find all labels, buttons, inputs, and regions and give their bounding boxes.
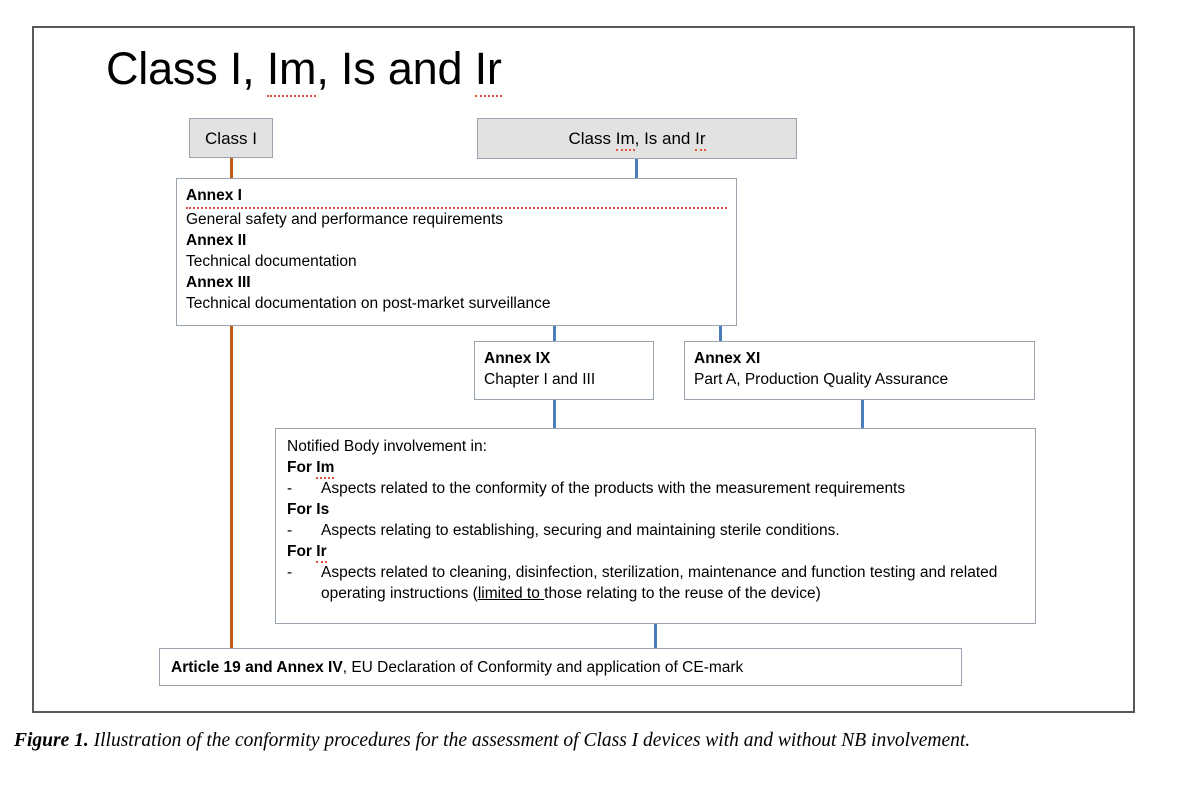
nb-bullet-is-dash: -	[287, 522, 293, 539]
figure-frame: Class I, Im, Is and Ir Class I	[32, 26, 1135, 713]
node-class-im-mid: , Is and	[634, 129, 696, 148]
node-class-im-is-ir-label: Class Im, Is and Ir	[568, 128, 706, 151]
nb-group-ir-heading: For Ir	[287, 541, 1024, 563]
annex-iii-text: Technical documentation on post-market s…	[186, 295, 551, 312]
figure-caption-text: Illustration of the conformity procedure…	[88, 730, 971, 751]
annex-ix-text: Chapter I and III	[484, 371, 596, 388]
nb-bullet-is-text: Aspects relating to establishing, securi…	[321, 522, 840, 539]
node-article-19-body: Article 19 and Annex IV, EU Declaration …	[160, 657, 754, 678]
annex-ii-heading: Annex II	[186, 232, 247, 249]
diagram-title-mid: , Is and	[316, 43, 475, 94]
nb-bullet-ir-text-part1: Aspects related to cleaning, disinfectio…	[321, 564, 998, 602]
annex-ix-heading: Annex IX	[484, 350, 551, 367]
nb-bullet-ir-dash: -	[287, 564, 293, 581]
nb-group-im-heading-code: Im	[316, 459, 335, 479]
nb-intro: Notified Body involvement in:	[287, 438, 487, 455]
annex-i-text: General safety and performance requireme…	[186, 211, 504, 228]
node-nb-body: Notified Body involvement in: For Im - A…	[276, 429, 1035, 611]
connector-annex-to-annex-xi	[719, 326, 722, 342]
nb-group-ir-heading-prefix: For	[287, 543, 317, 560]
nb-group-im-heading: For Im	[287, 457, 1024, 479]
connector-annex-to-article19-orange	[230, 326, 233, 650]
nb-group-im-heading-prefix: For	[287, 459, 317, 476]
connector-annex-xi-to-nb	[861, 399, 864, 429]
node-annex-ix[interactable]: Annex IX Chapter I and III	[474, 341, 654, 400]
connector-nb-to-article19	[654, 623, 657, 649]
annex-xi-text: Part A, Production Quality Assurance	[694, 371, 949, 388]
nb-group-ir-heading-code: Ir	[316, 543, 327, 563]
annex-ii-text: Technical documentation	[186, 253, 357, 270]
node-class-i[interactable]: Class I	[189, 118, 273, 158]
annex-iii-heading: Annex III	[186, 274, 251, 291]
node-annex-i-ii-iii-body: Annex I General safety and performance r…	[177, 179, 736, 321]
nb-bullet-ir-text-underlined: limited to	[477, 585, 545, 602]
node-annex-xi-body: Annex XI Part A, Production Quality Assu…	[685, 342, 1034, 397]
node-class-im-code-ir: Ir	[695, 129, 706, 151]
diagram-title-im: Im	[266, 43, 317, 97]
annex-i-heading: Annex I	[186, 185, 727, 209]
connector-annex-to-annex-ix	[553, 326, 556, 342]
nb-bullet-ir: - Aspects related to cleaning, disinfect…	[287, 562, 1024, 604]
diagram-title: Class I, Im, Is and Ir	[106, 42, 502, 97]
article-19-bold: Article 19 and Annex IV	[171, 658, 343, 676]
nb-group-is-heading: For Is	[287, 499, 1024, 520]
node-class-i-label: Class I	[205, 128, 257, 148]
flow-diagram: Class I, Im, Is and Ir Class I	[34, 28, 1137, 715]
diagram-title-ir: Ir	[474, 43, 502, 97]
node-class-im-prefix: Class	[568, 129, 616, 148]
nb-bullet-is: - Aspects relating to establishing, secu…	[287, 520, 1024, 541]
node-class-im-is-ir[interactable]: Class Im, Is and Ir	[477, 118, 797, 159]
nb-bullet-ir-text: Aspects related to cleaning, disinfectio…	[321, 562, 1021, 604]
node-annex-xi[interactable]: Annex XI Part A, Production Quality Assu…	[684, 341, 1035, 400]
connector-class-im-to-annex	[635, 159, 638, 179]
figure-caption-label: Figure 1.	[14, 730, 89, 751]
nb-bullet-im-text: Aspects related to the conformity of the…	[321, 480, 906, 497]
nb-group-is-heading-prefix: For	[287, 501, 317, 518]
nb-group-is-heading-code: Is	[316, 501, 330, 518]
node-notified-body-involvement[interactable]: Notified Body involvement in: For Im - A…	[275, 428, 1036, 624]
connector-annex-ix-to-nb	[553, 399, 556, 429]
diagram-title-prefix: Class I,	[106, 43, 267, 94]
node-annex-ix-body: Annex IX Chapter I and III	[475, 342, 653, 397]
annex-xi-heading: Annex XI	[694, 350, 761, 367]
node-article-19[interactable]: Article 19 and Annex IV, EU Declaration …	[159, 648, 962, 686]
article-19-rest: , EU Declaration of Conformity and appli…	[342, 658, 744, 676]
node-annex-i-ii-iii[interactable]: Annex I General safety and performance r…	[176, 178, 737, 326]
node-class-im-code-im: Im	[615, 129, 635, 151]
nb-bullet-ir-text-part2: those relating to the reuse of the devic…	[544, 585, 821, 602]
nb-bullet-im: - Aspects related to the conformity of t…	[287, 478, 1024, 499]
connector-class-i-to-annex	[230, 158, 233, 180]
nb-bullet-im-dash: -	[287, 480, 293, 497]
figure-caption: Figure 1. Illustration of the conformity…	[14, 727, 1166, 754]
